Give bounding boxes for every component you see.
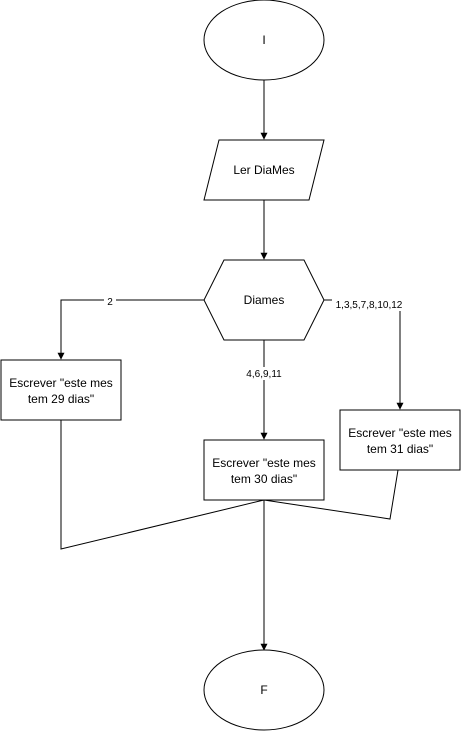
start-label: I (262, 33, 265, 47)
edge-label-feb: 2 (104, 295, 116, 308)
edge-label-thirty: 4,6,9,11 (244, 367, 284, 380)
output-30-line1: Escrever "este mes (212, 456, 316, 470)
edge-31-to-merge (263, 469, 399, 520)
read-input-label: Ler DiaMes (233, 163, 294, 177)
edge-label-thirtyone-text: 1,3,5,7,8,10,12 (336, 300, 403, 311)
output-31-line1: Escrever "este mes (348, 426, 452, 440)
edge-decision-to-29 (57, 299, 204, 360)
edge-29-to-merge (60, 420, 265, 550)
output-29-days-node[interactable]: Escrever "este mes tem 29 dias" (0, 359, 122, 421)
edge-decision-to-31 (324, 299, 404, 410)
start-node[interactable]: I (203, 0, 325, 81)
output-31-days-node[interactable]: Escrever "este mes tem 31 dias" (339, 409, 461, 471)
end-label: F (260, 683, 267, 697)
read-input-node[interactable]: Ler DiaMes (203, 139, 325, 201)
edge-label-feb-text: 2 (107, 297, 113, 308)
decision-node[interactable]: Diames (203, 259, 325, 341)
output-30-days-node[interactable]: Escrever "este mes tem 30 dias" (203, 439, 325, 501)
decision-label: Diames (244, 293, 285, 307)
end-node[interactable]: F (203, 649, 325, 731)
output-30-line2: tem 30 dias" (231, 472, 297, 486)
edge-label-thirty-text: 4,6,9,11 (246, 369, 282, 380)
output-29-line2: tem 29 dias" (28, 392, 94, 406)
output-31-line2: tem 31 dias" (367, 442, 433, 456)
edge-label-thirtyone: 1,3,5,7,8,10,12 (332, 298, 406, 311)
output-29-line1: Escrever "este mes (9, 376, 113, 390)
